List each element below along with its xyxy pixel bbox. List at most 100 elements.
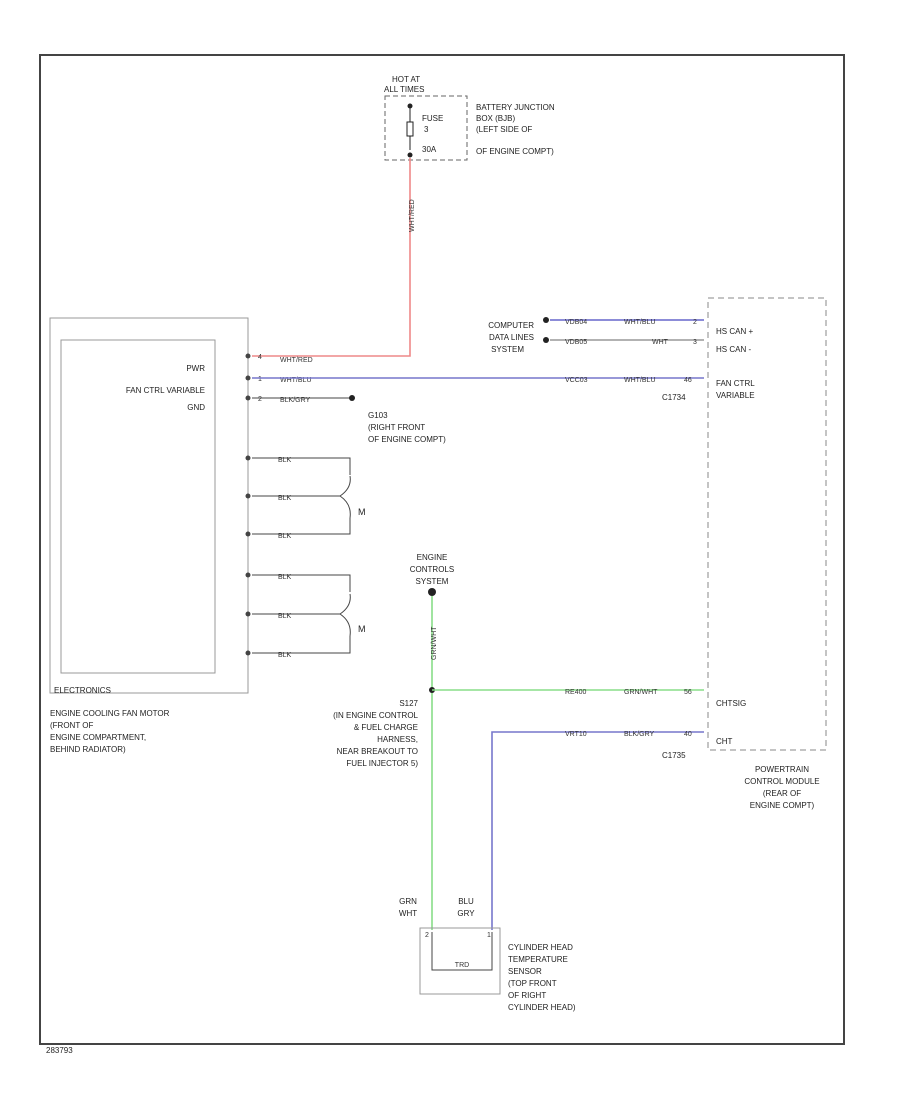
sensor-pin-left: 2 <box>425 932 429 939</box>
ground-label-2: (RIGHT FRONT <box>368 423 425 432</box>
sensor-location-4: (TOP FRONT <box>508 979 557 988</box>
sensor-wire-right-1: BLU <box>458 897 474 906</box>
sensor-element-circuit <box>431 932 493 971</box>
data-line-1-connector <box>543 317 549 323</box>
motor1-wire-b: BLK <box>278 495 292 502</box>
data-line-2-pin: 3 <box>693 339 697 346</box>
fuse-label: FUSE <box>422 114 443 123</box>
data-line-2-circuit: VDB05 <box>565 339 587 346</box>
ground-label-3: OF ENGINE COMPT) <box>368 435 446 444</box>
fuse-icon <box>406 121 414 137</box>
motor-2-label: M <box>358 624 366 634</box>
motor1-wire-c: BLK <box>278 533 292 540</box>
data-line-2-connector <box>543 337 549 343</box>
fuse-box-outline <box>384 95 468 161</box>
fuse-hot-at-line1: HOT AT <box>392 75 420 84</box>
fan-wire-pwr-label: WHT/RED <box>280 357 313 364</box>
fan-pin-gnd-label: GND <box>187 403 205 412</box>
sensor-location-6: CYLINDER HEAD) <box>508 1003 576 1012</box>
fan-location-1: ENGINE COOLING FAN MOTOR <box>50 709 170 718</box>
pcm-fan-ctrl-1: FAN CTRL <box>716 379 755 388</box>
sensor-outline <box>419 927 501 995</box>
fan-pin-ctrl-label: FAN CTRL VARIABLE <box>126 386 205 395</box>
fan-pin-2-terminal <box>245 395 251 401</box>
data-lines: COMPUTER DATA LINES SYSTEM VDB04 WHT/BLU… <box>488 317 704 354</box>
fuse-number: 3 <box>424 125 429 134</box>
pcm-hs-can-neg: HS CAN - <box>716 345 751 354</box>
sensor-location-3: SENSOR <box>508 967 542 976</box>
motor1-wire-a: BLK <box>278 457 292 464</box>
splice-label-1: S127 <box>399 699 418 708</box>
motor2-wire-c: BLK <box>278 652 292 659</box>
fan-pin-pwr-label: PWR <box>186 364 205 373</box>
pcm-location-3: (REAR OF <box>763 789 801 798</box>
power-wire-label: WHT/RED <box>409 199 416 232</box>
fuse-top-node <box>407 103 413 109</box>
fan-location-4: BEHIND RADIATOR) <box>50 745 126 754</box>
green-wire-label: GRN/WHT <box>431 626 438 660</box>
fuse-location-3: (LEFT SIDE OF <box>476 125 532 134</box>
data-line-2-wire-label: WHT <box>652 339 669 346</box>
ground-point-g103 <box>349 395 355 401</box>
fan-module-tag: ELECTRONICS <box>54 686 111 695</box>
engine-controls-label-1: ENGINE <box>417 553 448 562</box>
green-row-pin: 56 <box>684 689 692 696</box>
pcm-outline <box>707 297 827 751</box>
diagram-frame <box>39 54 845 1045</box>
fan-motor-outer-box <box>49 317 249 694</box>
fan-wire-gnd-label: BLK/GRY <box>280 397 311 404</box>
green-row-wire: GRN/WHT <box>624 689 658 696</box>
fuse-rating: 30A <box>422 145 437 154</box>
fan-location-3: ENGINE COMPARTMENT, <box>50 733 146 742</box>
motor-group-2: BLK BLK BLK M <box>245 572 366 659</box>
pcm-fan-ctrl-2: VARIABLE <box>716 391 755 400</box>
cht-wire-label: BLK/GRY <box>624 731 655 738</box>
sensor-pin-right: 1 <box>487 932 491 939</box>
fan-ctrl-connector: C1734 <box>662 393 686 402</box>
data-line-1-circuit: VDB04 <box>565 319 587 326</box>
fan-motor-inner-box <box>60 339 216 674</box>
splice-label-2: (IN ENGINE CONTROL <box>333 711 418 720</box>
data-line-1-wire-label: WHT/BLU <box>624 319 656 326</box>
cht-connector: C1735 <box>662 751 686 760</box>
engine-controls: ENGINE CONTROLS SYSTEM GRN/WHT RE400 GRN… <box>333 553 704 930</box>
sensor-location-2: TEMPERATURE <box>508 955 568 964</box>
data-lines-label-2: DATA LINES <box>489 333 534 342</box>
fan-ctrl-wire-label: WHT/BLU <box>624 377 656 384</box>
motor-group-1: BLK BLK BLK M <box>245 455 366 540</box>
fuse-bottom-node <box>407 152 413 158</box>
motor2-wire-a: BLK <box>278 574 292 581</box>
fan-ctrl-wire: VCC03 WHT/BLU 46 C1734 <box>252 377 704 402</box>
sensor-element-label: TRD <box>455 962 469 969</box>
data-line-1-pin: 2 <box>693 319 697 326</box>
fan-pin-1: 1 <box>258 376 262 383</box>
fan-ctrl-circuit: VCC03 <box>565 377 588 384</box>
engine-controls-label-3: SYSTEM <box>416 577 449 586</box>
fuse-hot-at-line2: ALL TIMES <box>384 85 424 94</box>
fuse-block: HOT AT ALL TIMES FUSE 3 30A BATTERY JUNC… <box>384 75 555 161</box>
fan-location-2: (FRONT OF <box>50 721 94 730</box>
fan-pin-1-terminal <box>245 375 251 381</box>
footer-code: 283793 <box>46 1046 73 1055</box>
splice-label-5: NEAR BREAKOUT TO <box>337 747 418 756</box>
sensor-wire-right-2: GRY <box>457 909 475 918</box>
motor2-wire-b: BLK <box>278 613 292 620</box>
pcm-chtsig: CHTSIG <box>716 699 746 708</box>
green-row-circuit: RE400 <box>565 689 587 696</box>
sensor-wire-left-1: GRN <box>399 897 417 906</box>
pcm-location-4: ENGINE COMPT) <box>750 801 815 810</box>
cht-pin: 40 <box>684 731 692 738</box>
sensor-wire-left-2: WHT <box>399 909 417 918</box>
fuse-location-4: OF ENGINE COMPT) <box>476 147 554 156</box>
data-lines-label-1: COMPUTER <box>488 321 534 330</box>
fan-motor-module: PWR FAN CTRL VARIABLE GND ELECTRONICS EN… <box>49 317 446 754</box>
fan-ctrl-pin: 46 <box>684 377 692 384</box>
cht-wire: VRT10 BLK/GRY 40 C1735 <box>491 731 704 930</box>
ground-label-1: G103 <box>368 411 388 420</box>
fan-pin-4-terminal <box>245 353 251 359</box>
sensor-location-5: OF RIGHT <box>508 991 546 1000</box>
splice-label-4: HARNESS, <box>377 735 418 744</box>
pcm-location-1: POWERTRAIN <box>755 765 809 774</box>
fan-wire-ctrl-label: WHT/BLU <box>280 377 312 384</box>
